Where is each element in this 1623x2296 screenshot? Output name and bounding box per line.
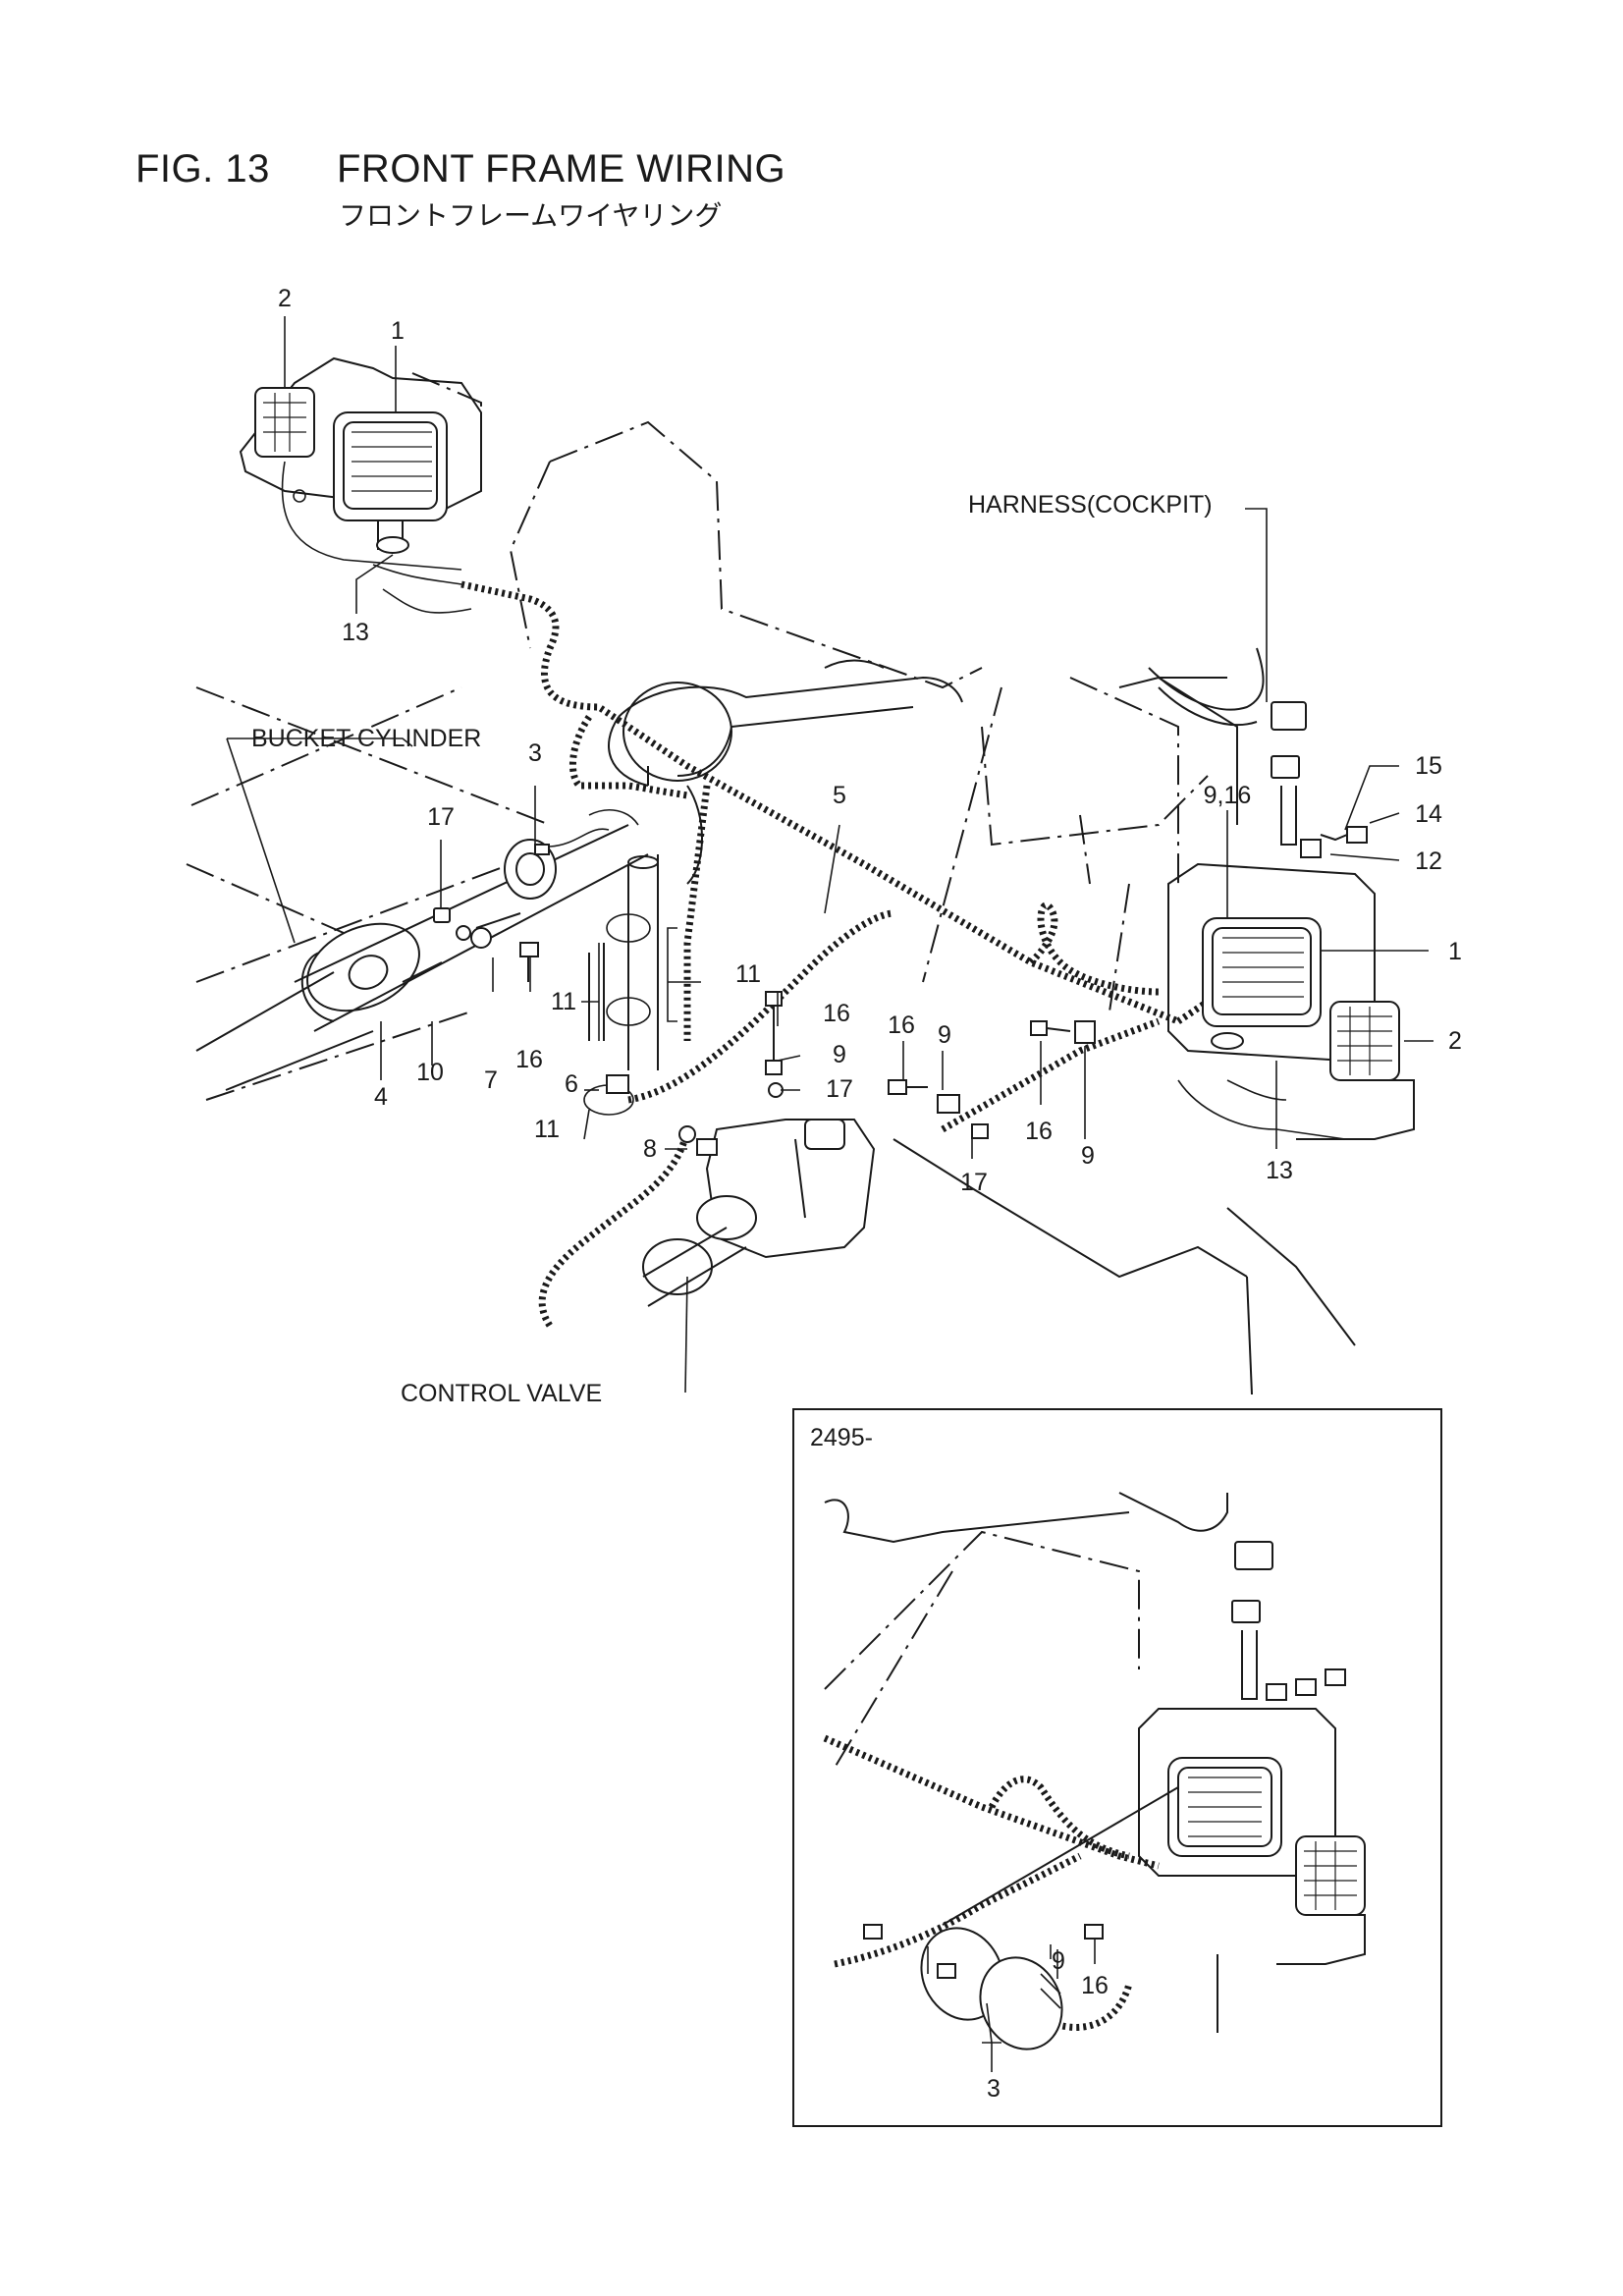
part-number-14: 14 <box>1415 800 1442 828</box>
inset-variant-2495 <box>792 1408 1442 2127</box>
part-number-9-middle: 9 <box>833 1041 846 1068</box>
part-number-4: 4 <box>374 1083 388 1111</box>
bucket-cylinder-label: BUCKET CYLINDER <box>251 725 481 752</box>
part-number-1-left: 1 <box>391 317 405 345</box>
part-number-9-right: 9 <box>1081 1142 1095 1170</box>
harness-cockpit-label: HARNESS(COCKPIT) <box>968 491 1213 519</box>
figure-title: FRONT FRAME WIRING <box>337 147 786 191</box>
part-number-11-bracket: 11 <box>735 960 761 988</box>
part-number-5-harness: 5 <box>833 782 846 809</box>
part-number-7: 7 <box>484 1066 498 1094</box>
part-number-17-clamp: 17 <box>960 1169 988 1196</box>
part-number-9-16: 9,16 <box>1204 782 1252 809</box>
pipe-with-clamps <box>583 854 659 1116</box>
part-number-12: 12 <box>1415 847 1442 875</box>
control-valve-label: CONTROL VALVE <box>401 1380 602 1407</box>
main-harness <box>460 580 1210 1328</box>
cockpit-harness-connector <box>1148 647 1368 858</box>
callout-labels: HARNESS(COCKPIT) BUCKET CYLINDER CONTROL… <box>251 491 1213 1451</box>
hardware-bolts-nuts <box>433 907 1096 1156</box>
part-number-17-middle: 17 <box>826 1075 853 1103</box>
part-number-2-right: 2 <box>1448 1027 1462 1055</box>
frame-phantom-outline <box>186 372 1356 1395</box>
part-number-9-clamp: 9 <box>938 1021 951 1049</box>
part-number-3-horn: 3 <box>528 739 542 767</box>
control-valve <box>642 1119 876 1307</box>
inset-serial-label: 2495- <box>810 1424 873 1451</box>
bucket-cylinder <box>195 922 443 1091</box>
figure-number: FIG. 13 <box>135 147 270 191</box>
part-number-16-clamp: 16 <box>888 1011 915 1039</box>
part-number-1-right: 1 <box>1448 938 1462 965</box>
part-number-11-left: 11 <box>551 988 576 1015</box>
part-number-15: 15 <box>1415 752 1442 780</box>
part-number-16-cylinder: 16 <box>515 1046 543 1073</box>
part-number-8: 8 <box>643 1135 657 1163</box>
part-number-6: 6 <box>565 1070 578 1098</box>
part-number-labels: 2 1 13 3 5 17 11 11 16 7 10 4 6 11 8 16 … <box>278 285 1462 2103</box>
part-number-16-middle: 16 <box>823 1000 850 1027</box>
part-number-16-right: 16 <box>1025 1118 1053 1145</box>
leader-lines <box>226 316 1434 1394</box>
inset-part-number-3: 3 <box>987 2075 1001 2103</box>
part-number-2-left: 2 <box>278 285 292 312</box>
inset-part-number-9: 9 <box>1052 1947 1065 1975</box>
work-lamp-left-assembly <box>239 356 482 614</box>
figure-title-japanese: フロントフレームワイヤリング <box>339 199 723 232</box>
part-number-17-upper: 17 <box>427 803 455 831</box>
part-number-11-lower: 11 <box>534 1116 560 1143</box>
part-number-10: 10 <box>416 1059 444 1086</box>
inset-part-number-16: 16 <box>1081 1972 1109 1999</box>
part-number-13-left: 13 <box>342 619 369 646</box>
work-lamp-right-assembly <box>1167 862 1415 1140</box>
part-number-13-right: 13 <box>1266 1157 1293 1184</box>
horn <box>504 809 639 900</box>
